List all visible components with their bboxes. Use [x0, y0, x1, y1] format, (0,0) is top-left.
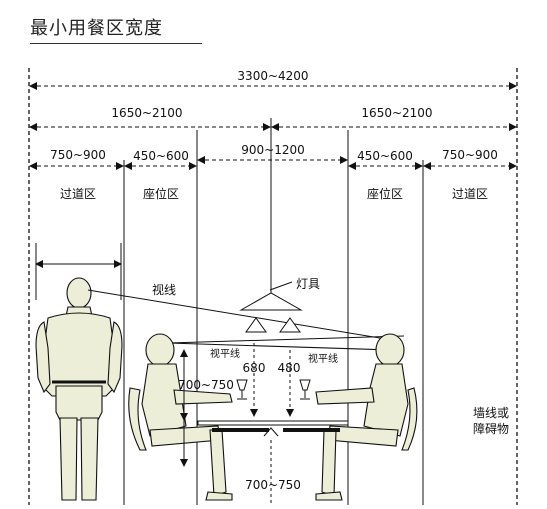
- standing-person-figure: [35, 277, 123, 501]
- dim-bottom: 700~750: [245, 478, 301, 492]
- dim-seat-right: 450~600: [357, 149, 413, 163]
- dim-center: 900~1200: [241, 143, 305, 157]
- wine-glass-left-icon: [236, 379, 248, 400]
- wine-glass-right-icon: [299, 379, 311, 400]
- title-underline: [30, 43, 202, 44]
- zone-walkway-right: 过道区: [452, 187, 488, 201]
- sight-lines: [87, 289, 405, 351]
- dim-seat-left: 450~600: [133, 149, 189, 163]
- dining-table: [197, 420, 349, 437]
- label-lamp: 灯具: [296, 277, 320, 291]
- zone-seat-left: 座位区: [143, 186, 179, 201]
- label-eye-level-right: 视平线: [308, 352, 338, 365]
- dim-eye-left: 680: [243, 361, 266, 375]
- dim-table-height: 700~750: [178, 378, 234, 392]
- lamp-icon: [239, 292, 303, 333]
- dim-half-left: 1650~2100: [111, 106, 182, 120]
- dim-half-right: 1650~2100: [361, 106, 432, 120]
- zone-walkway-left: 过道区: [60, 187, 96, 201]
- zone-seat-right: 座位区: [367, 186, 403, 201]
- page-title: 最小用餐区宽度: [30, 18, 163, 39]
- zone-boundaries: [123, 118, 424, 505]
- seated-person-left: [128, 333, 233, 501]
- label-eye-level-left: 视平线: [210, 347, 240, 360]
- dim-eye-right: 480: [278, 361, 301, 375]
- label-sight-line: 视线: [152, 282, 176, 297]
- lamp-leader: [269, 281, 293, 291]
- dim-walkway-right: 750~900: [442, 148, 498, 162]
- label-obstacle: 障碍物: [473, 421, 509, 436]
- dimension-lines: [29, 82, 517, 170]
- label-wall-line: 墙线或: [473, 406, 509, 420]
- height-dimension-lines: [180, 343, 294, 505]
- dim-total: 3300~4200: [237, 69, 308, 83]
- seated-person-right: [315, 333, 418, 501]
- dim-walkway-left: 750~900: [50, 148, 106, 162]
